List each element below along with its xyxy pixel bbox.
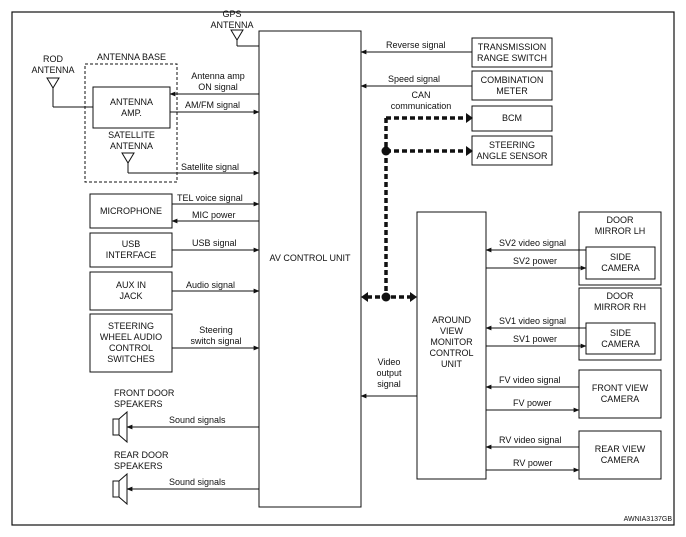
satellite-antenna-symbol — [121, 152, 135, 173]
tel-voice-signal-label: TEL voice signal — [177, 193, 243, 203]
front-view-camera-label: FRONT VIEW CAMERA — [591, 383, 649, 404]
figure-code: AWNIA3137GB — [623, 516, 672, 523]
audio-signal-label: Audio signal — [186, 280, 236, 290]
side-camera-lh-label: SIDE CAMERA — [601, 252, 640, 273]
antenna-base-label: ANTENNA BASE — [97, 52, 167, 62]
transmission-range-switch-label: TRANSMISSION RANGE SWITCH — [476, 41, 547, 63]
around-view-monitor-label: AROUND VIEW MONITOR CONTROL UNIT — [429, 315, 474, 369]
rear-view-camera-box — [578, 430, 662, 480]
usb-interface-label: USB INTERFACE — [105, 239, 157, 260]
rear-speaker-symbol — [112, 472, 128, 506]
transmission-range-switch-box — [471, 37, 553, 68]
video-output-signal-label: Video output signal — [376, 357, 402, 389]
usb-interface-box — [89, 232, 173, 268]
front-view-camera-box — [578, 369, 662, 419]
sv2-power-label: SV2 power — [513, 256, 558, 266]
satellite-antenna-label: SATELLITE ANTENNA — [108, 130, 155, 151]
front-speaker-symbol — [112, 410, 128, 444]
antenna-amp-box — [92, 86, 171, 129]
microphone-label: MICROPHONE — [99, 205, 162, 216]
microphone-box — [89, 193, 173, 229]
steering-switch-signal-label: Steering switch signal — [190, 325, 242, 346]
rod-antenna-symbol — [46, 77, 93, 108]
aux-in-jack-label: AUX IN JACK — [115, 280, 146, 301]
door-mirror-lh-label: DOOR MIRROR LH — [594, 215, 646, 236]
can-communication-label: CAN communication — [390, 90, 452, 111]
steering-switches-label: STEERING WHEEL AUDIO CONTROL SWITCHES — [99, 321, 163, 364]
am-fm-signal-label: AM/FM signal — [185, 100, 241, 110]
rv-power-label: RV power — [513, 458, 553, 468]
satellite-signal-label: Satellite signal — [181, 162, 240, 172]
antenna-base-frame — [84, 63, 178, 183]
front-door-speakers-label: FRONT DOOR SPEAKERS — [114, 388, 175, 409]
bcm-label: BCM — [502, 113, 522, 123]
aux-in-jack-box — [89, 271, 173, 311]
gps-antenna-symbol — [230, 29, 259, 47]
side-camera-rh-box — [585, 322, 656, 355]
side-camera-rh-label: SIDE CAMERA — [601, 327, 640, 349]
door-mirror-rh-label: DOOR MIRROR RH — [594, 291, 646, 312]
sv1-video-signal-label: SV1 video signal — [499, 316, 567, 326]
combination-meter-label: COMBINATION METER — [480, 74, 544, 96]
sv1-power-label: SV1 power — [513, 334, 558, 344]
steering-angle-sensor-label: STEERING ANGLE SENSOR — [476, 139, 548, 161]
gps-antenna-label: GPS ANTENNA — [210, 9, 254, 30]
mic-power-label: MIC power — [192, 210, 236, 220]
sv2-video-signal-label: SV2 video signal — [499, 238, 567, 248]
antenna-amp-on-signal-label: Antenna amp ON signal — [191, 71, 245, 92]
antenna-amp-label: ANTENNA AMP. — [109, 96, 153, 118]
rear-door-speakers-label: REAR DOOR SPEAKERS — [114, 450, 169, 471]
usb-signal-label: USB signal — [192, 238, 237, 248]
side-camera-lh-box — [585, 246, 656, 280]
front-sound-signals-label: Sound signals — [169, 415, 226, 425]
steering-switches-box — [89, 313, 173, 373]
steering-angle-sensor-box — [471, 135, 553, 166]
speed-signal-label: Speed signal — [388, 74, 441, 84]
can-bus-lines — [361, 113, 473, 302]
around-view-monitor-box — [416, 211, 487, 480]
rear-sound-signals-label: Sound signals — [169, 477, 226, 487]
diagram-frame — [11, 11, 675, 526]
reverse-signal-label: Reverse signal — [386, 40, 446, 50]
combination-meter-box — [471, 70, 553, 101]
rv-video-signal-label: RV video signal — [499, 435, 562, 445]
rod-antenna-label: ROD ANTENNA — [31, 54, 75, 75]
av-control-unit-box — [258, 30, 362, 508]
fv-power-label: FV power — [513, 398, 552, 408]
av-control-unit-label: AV CONTROL UNIT — [269, 253, 351, 263]
fv-video-signal-label: FV video signal — [499, 375, 561, 385]
rear-view-camera-label: REAR VIEW CAMERA — [594, 444, 646, 465]
